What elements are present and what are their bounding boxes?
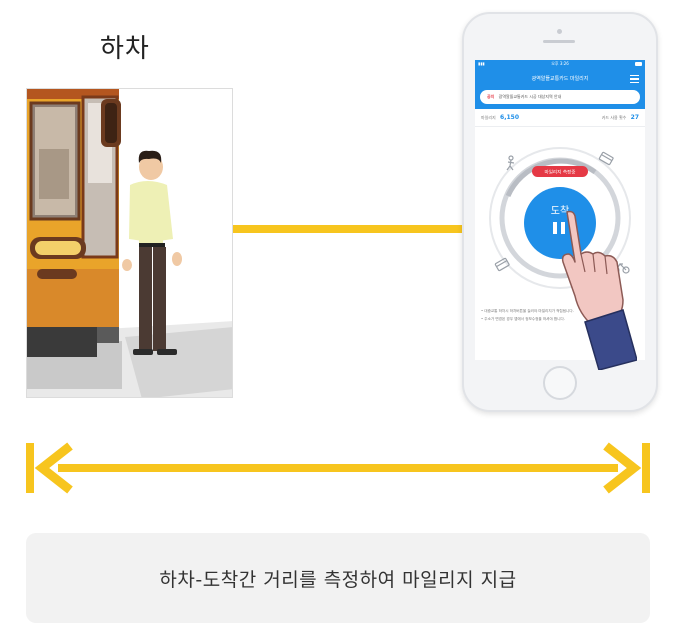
app-note: • 주소가 변경된 경우 앱에서 정보수정을 하셔야 합니다. [481, 317, 565, 321]
notice-text: 광역알뜰교통카드 시공 대상지역 안내 [498, 94, 562, 99]
caption-text: 하차-도착간 거리를 측정하여 마일리지 지급 [159, 568, 517, 591]
bus-alighting-illustration [26, 88, 233, 398]
app-notes: • 대중교통 하차시 하차버튼을 눌러야 마일리지가 적립됩니다. • 주소가 … [481, 307, 639, 323]
speaker-icon [543, 40, 575, 43]
phone-mockup: ▮▮▮ 오후 3:26 광역알뜰교통카드 마일리지 공지 광역알뜰교통카드 시공… [462, 12, 658, 412]
card-icon [494, 257, 510, 272]
card-usage-stat: 카드 사용 횟수 27 [602, 114, 639, 121]
distance-arrow [18, 438, 658, 498]
double-arrow-icon [26, 442, 650, 494]
notice-tag: 공지 [487, 94, 495, 99]
status-time: 오후 3:26 [551, 61, 569, 66]
menu-icon[interactable] [630, 75, 639, 83]
battery-icon [635, 62, 642, 66]
connector-line [233, 225, 469, 233]
app-note: • 대중교통 하차시 하차버튼을 눌러야 마일리지가 적립됩니다. [481, 309, 574, 313]
card-usage-value: 27 [630, 114, 639, 121]
dial-outer-ring [489, 147, 631, 289]
pause-icon [553, 222, 565, 234]
app-screen: ▮▮▮ 오후 3:26 광역알뜰교통카드 마일리지 공지 광역알뜰교통카드 시공… [475, 60, 645, 360]
walk-icon [506, 155, 515, 171]
pointing-hand-icon [561, 210, 637, 370]
status-bar: ▮▮▮ 오후 3:26 [475, 60, 645, 68]
mileage-stat: 마일리지 6,150 [481, 114, 519, 121]
camera-icon [557, 29, 562, 34]
signal-icon: ▮▮▮ [478, 61, 485, 66]
scene-title: 하차 [100, 34, 150, 64]
home-button[interactable] [543, 366, 577, 400]
caption-box: 하차-도착간 거리를 측정하여 마일리지 지급 [26, 533, 650, 623]
measuring-badge-label: 마일리지 측정중 [544, 169, 575, 176]
mileage-label: 마일리지 [481, 115, 496, 120]
bus-door-icon [27, 89, 232, 397]
measuring-badge [532, 166, 588, 177]
app-header: 광역알뜰교통카드 마일리지 [475, 68, 645, 90]
app-title: 광역알뜰교통카드 마일리지 [531, 76, 589, 82]
dial-progress [505, 158, 597, 198]
mileage-value: 6,150 [500, 114, 519, 121]
card-usage-label: 카드 사용 횟수 [601, 115, 627, 120]
notice-bar-wrapper: 공지 광역알뜰교통카드 시공 대상지역 안내 [475, 90, 645, 109]
notice-bar[interactable]: 공지 광역알뜰교통카드 시공 대상지역 안내 [480, 90, 640, 104]
passenger-icon [122, 150, 182, 355]
mileage-stats: 마일리지 6,150 카드 사용 횟수 27 [475, 109, 645, 127]
arrive-button-label: 도착 [551, 205, 569, 217]
card-icon [598, 151, 614, 166]
